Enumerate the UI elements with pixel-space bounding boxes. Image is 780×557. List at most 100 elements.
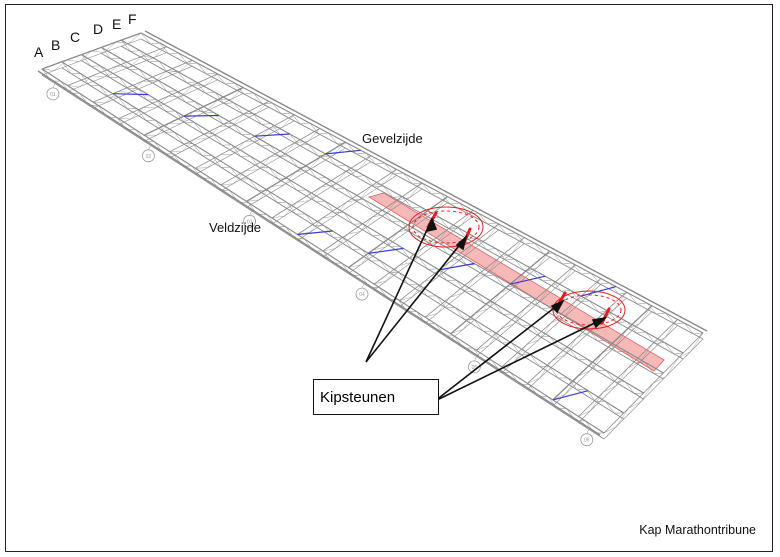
transverse-truss-web: [233, 170, 246, 184]
transverse-truss-web: [398, 262, 412, 266]
transverse-truss-web: [511, 237, 525, 254]
girder-web: [169, 52, 179, 55]
transverse-truss-web: [245, 169, 258, 171]
girder-web: [473, 319, 484, 332]
transverse-truss-web: [462, 277, 475, 294]
girder-web: [456, 280, 466, 292]
girder-web: [562, 262, 572, 265]
girder-web: [571, 262, 582, 275]
transverse-truss-web: [322, 215, 335, 219]
girder-web: [478, 212, 488, 225]
transverse-truss-web: [371, 183, 385, 186]
transverse-truss-web: [639, 305, 653, 324]
girder-web: [393, 172, 404, 175]
girder-web: [533, 269, 543, 281]
girder-web: [231, 144, 241, 157]
girder-web: [365, 152, 376, 165]
transverse-truss-web: [309, 218, 323, 233]
girder-web: [597, 340, 608, 342]
transverse-truss-web: [334, 201, 348, 217]
transverse-truss-web: [538, 322, 552, 340]
transverse-truss-web: [435, 228, 449, 245]
transverse-truss-web: [180, 84, 194, 97]
transverse-truss-web: [563, 300, 577, 318]
girder-web: [354, 199, 364, 201]
transverse-truss-web: [640, 343, 653, 362]
girder-web: [215, 72, 226, 85]
transverse-truss-web: [525, 302, 539, 308]
girder-web: [636, 331, 646, 334]
transverse-truss-bottom: [501, 284, 601, 374]
transverse-truss-web: [181, 111, 194, 124]
callout-label: Kipsteunen: [320, 388, 396, 406]
transverse-truss-web: [256, 101, 269, 114]
girder-web: [380, 260, 390, 273]
transverse-truss-web: [473, 239, 487, 244]
transverse-truss-top: [118, 73, 218, 119]
girder-web: [391, 220, 402, 222]
transverse-truss-web: [486, 223, 499, 240]
girder-web: [450, 202, 460, 205]
transverse-truss-web: [130, 81, 143, 93]
transverse-truss-web: [93, 101, 106, 104]
gevelzijde-label: Gevelzijde: [362, 131, 423, 146]
transverse-truss-web: [460, 210, 474, 226]
transverse-truss-web: [346, 169, 359, 172]
girder-web: [492, 330, 503, 344]
transverse-truss-web: [449, 293, 463, 298]
girder-web: [117, 96, 128, 109]
girder-web: [251, 134, 261, 146]
transverse-truss-web: [358, 155, 372, 170]
girder-web: [581, 272, 591, 275]
girder-web: [512, 313, 522, 326]
girder-web: [411, 206, 421, 209]
girder-web: [214, 92, 225, 104]
transverse-truss-bottom: [373, 216, 474, 291]
girder-web: [664, 342, 674, 354]
girder-web: [436, 295, 446, 308]
transverse-truss-web: [578, 410, 591, 417]
girder-web: [402, 196, 412, 208]
girder-web: [431, 192, 441, 195]
transverse-truss-web: [284, 202, 297, 217]
girder-web: [326, 177, 336, 190]
girder-web: [118, 77, 129, 89]
transverse-truss-bottom: [322, 188, 423, 258]
grid-marker-label: 04: [359, 292, 365, 298]
transverse-truss-web: [346, 199, 360, 203]
transverse-truss-web: [512, 271, 526, 289]
transverse-truss-web: [383, 169, 397, 184]
transverse-truss-web: [220, 183, 234, 185]
girder-web: [197, 62, 207, 75]
girder-web: [644, 361, 655, 374]
girder-web: [495, 248, 506, 261]
transverse-truss-web: [308, 186, 322, 201]
transverse-truss-web: [333, 171, 347, 186]
transverse-truss-web: [615, 367, 629, 387]
girder-web: [194, 101, 205, 114]
transverse-truss-web: [435, 196, 448, 212]
transverse-truss-web: [256, 128, 270, 142]
transverse-truss-web: [130, 107, 144, 120]
transverse-truss-web: [246, 199, 259, 202]
transverse-truss-bottom: [476, 270, 576, 357]
girder-web: [327, 154, 337, 167]
transverse-truss-web: [589, 352, 603, 371]
girder-web: [524, 242, 535, 245]
girder-web: [522, 296, 533, 298]
bracing-member: [552, 390, 589, 401]
transverse-truss-web: [384, 199, 398, 215]
bracing-member: [509, 275, 546, 285]
girder-web: [336, 165, 347, 167]
girder-web: [234, 82, 245, 95]
transverse-truss-web: [232, 141, 245, 155]
grid-marker-leader: [361, 283, 365, 289]
transverse-truss-web: [295, 141, 308, 143]
girder-web: [486, 248, 496, 250]
girder-web: [475, 264, 486, 277]
girder-web: [674, 322, 685, 325]
girder-web: [281, 112, 291, 115]
transverse-truss-web: [179, 60, 193, 72]
transverse-truss-web: [627, 323, 640, 330]
